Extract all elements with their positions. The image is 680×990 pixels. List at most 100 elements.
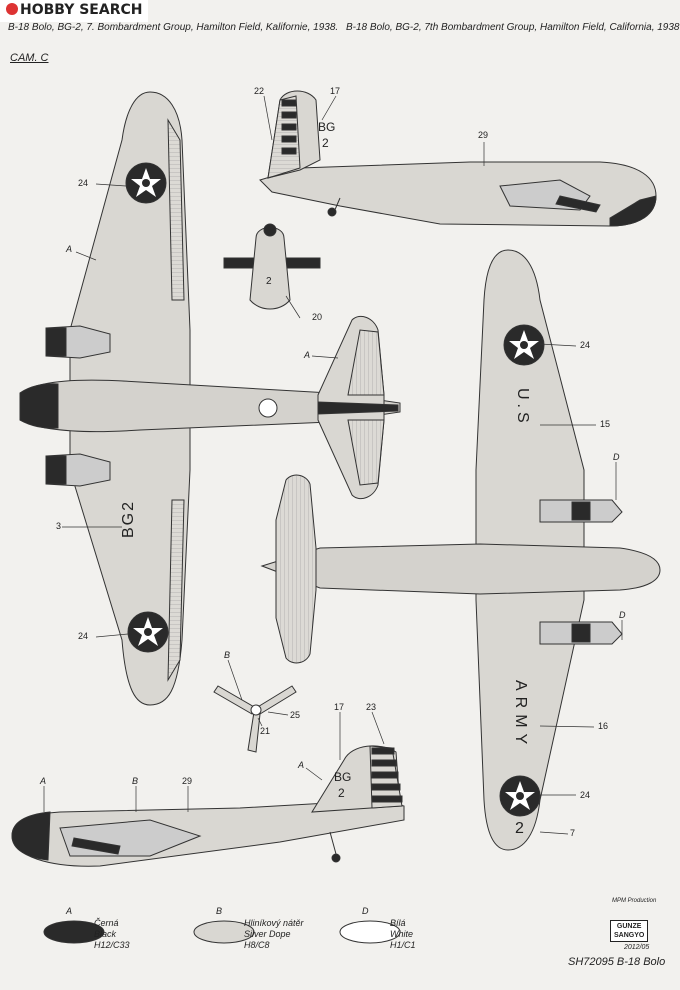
header-czech: B-18 Bolo, BG-2, 7. Bombardment Group, H… — [8, 22, 339, 33]
side-view-upper-stripe-5 — [281, 147, 297, 155]
side-view-lower-stripe-5 — [371, 795, 403, 803]
legend-d-english: White — [390, 929, 414, 939]
marking-army-wing: ARMY — [512, 680, 529, 751]
watermark-logo: HOBBY SEARCH — [0, 0, 149, 22]
legend-d-czech: Bílá — [390, 918, 406, 928]
legend-b-code: H8/C8 — [244, 940, 270, 950]
gunze-logo-line1: GUNZE — [616, 923, 642, 930]
bottom-view-fuselage — [260, 543, 661, 595]
callout-16: 16 — [598, 721, 609, 731]
bottom-view-engine-upper-black — [571, 501, 591, 521]
top-view-nose-black — [19, 383, 59, 429]
roundel-bottom-lower-wing — [499, 775, 541, 817]
side-view-lower-stripe-2 — [371, 759, 397, 767]
side-view-upper-nose-black — [609, 195, 657, 227]
callout-b-prop: B — [224, 650, 231, 660]
hobby-search-logo-icon — [6, 3, 18, 15]
side-view-lower-tailwheel — [331, 853, 341, 863]
callout-21: 21 — [260, 726, 271, 736]
marking-bg-tail-lower: BG — [334, 770, 352, 784]
propeller-blade-1 — [213, 685, 257, 715]
legend-a-letter: A — [66, 906, 73, 916]
legend-swatch-silver — [193, 920, 255, 944]
gunze-sangyo-logo: GUNZE SANGYO — [610, 920, 649, 942]
callout-a-tail-lower: A — [298, 760, 305, 770]
legend-a-english: Black — [94, 929, 117, 939]
callout-29-lower: 29 — [182, 776, 193, 786]
watermark-text: HOBBY SEARCH — [20, 2, 143, 18]
marking-2-tail-upper: 2 — [322, 136, 329, 150]
callout-3: 3 — [56, 521, 62, 531]
gunze-logo-line2: SANGYO — [614, 932, 645, 939]
marking-2-tail-detail: 2 — [266, 276, 272, 287]
legend-b-czech: Hliníkový nátěr — [244, 918, 304, 928]
tail-detail-fin — [249, 227, 291, 310]
roundel-bottom-upper-wing — [503, 324, 545, 366]
side-view-lower-nose-black — [11, 811, 51, 861]
legend-a-czech: Černá — [94, 918, 119, 928]
callout-d-lower: D — [619, 610, 626, 620]
header-english: B-18 Bolo, BG-2, 7th Bombardment Group, … — [346, 22, 680, 33]
legend-b-letter: B — [216, 906, 223, 916]
callout-22: 22 — [254, 86, 265, 96]
callout-17-upper: 17 — [330, 86, 341, 96]
callout-15: 15 — [600, 419, 611, 429]
side-view-upper-tailwheel — [327, 207, 337, 217]
legend-d-text: Bílá White H1/C1 — [390, 918, 416, 951]
tail-detail-view — [223, 223, 321, 310]
top-view-aileron-upper — [167, 118, 185, 301]
callout-b-fuselage: B — [132, 776, 139, 786]
callout-29-upper: 29 — [478, 130, 489, 140]
callout-a-wing: A — [66, 244, 73, 254]
side-view-upper-prop-black — [555, 195, 601, 213]
callout-17-lower: 17 — [334, 702, 345, 712]
footer-product-code: SH72095 B-18 Bolo — [568, 956, 666, 968]
legend-d-code: H1/C1 — [390, 940, 416, 950]
side-view-lower-stripe-4 — [371, 783, 401, 791]
top-view-engine-upper-cowl — [45, 327, 67, 357]
marking-2-tail-lower: 2 — [338, 786, 345, 800]
side-view-upper-stripe-4 — [281, 135, 297, 143]
legend-a-text: Černá Black H12/C33 — [94, 918, 130, 951]
callout-24-bottom-upper: 24 — [580, 340, 591, 350]
roundel-top-lower-wing — [127, 611, 169, 653]
camouflage-label: CAM. C — [10, 52, 49, 64]
side-view-lower-strut — [329, 831, 337, 855]
top-view — [19, 91, 401, 706]
propeller-detail — [213, 685, 297, 753]
callout-24-bottom-lower: 24 — [580, 790, 591, 800]
callout-24-top-lower: 24 — [78, 631, 89, 641]
callout-d-upper: D — [613, 452, 620, 462]
side-view-lower-stripe-1 — [371, 747, 395, 755]
propeller-hub — [250, 704, 262, 716]
marking-bg-tail-upper: BG — [318, 120, 336, 134]
top-view-elevator-upper — [347, 329, 385, 396]
side-view-upper-stripe-2 — [281, 111, 297, 119]
callout-25: 25 — [290, 710, 301, 720]
legend-a-code: H12/C33 — [94, 940, 130, 950]
top-view-squadron-emblem — [258, 398, 278, 418]
top-view-elevator-lower — [347, 419, 385, 486]
marking-army-2-wing: 2 — [515, 820, 524, 837]
callout-a-tail: A — [304, 350, 311, 360]
callout-20: 20 — [312, 312, 323, 322]
bottom-view — [260, 249, 661, 851]
footer-date: 2012/05 — [624, 944, 650, 951]
legend-b-english: Silver Dope — [244, 929, 291, 939]
callout-lines — [43, 95, 623, 835]
marking-us-wing: U.S — [514, 388, 531, 427]
side-view-upper-stripe-3 — [281, 123, 297, 131]
side-view-upper-fuselage — [259, 161, 657, 227]
tail-detail-tip — [263, 223, 277, 237]
bottom-view-engine-lower-black — [571, 623, 591, 643]
callout-24-top-upper: 24 — [78, 178, 89, 188]
legend-swatch-black — [43, 920, 105, 944]
roundel-top-upper-wing — [125, 162, 167, 204]
side-view-upper — [259, 90, 657, 227]
top-view-aileron-lower — [167, 499, 185, 682]
side-view-lower-prop-black — [71, 837, 121, 855]
callout-23: 23 — [366, 702, 377, 712]
side-view-upper-stripe-1 — [281, 99, 297, 107]
top-view-engine-lower-cowl — [45, 455, 67, 485]
legend-d-letter: D — [362, 906, 369, 916]
